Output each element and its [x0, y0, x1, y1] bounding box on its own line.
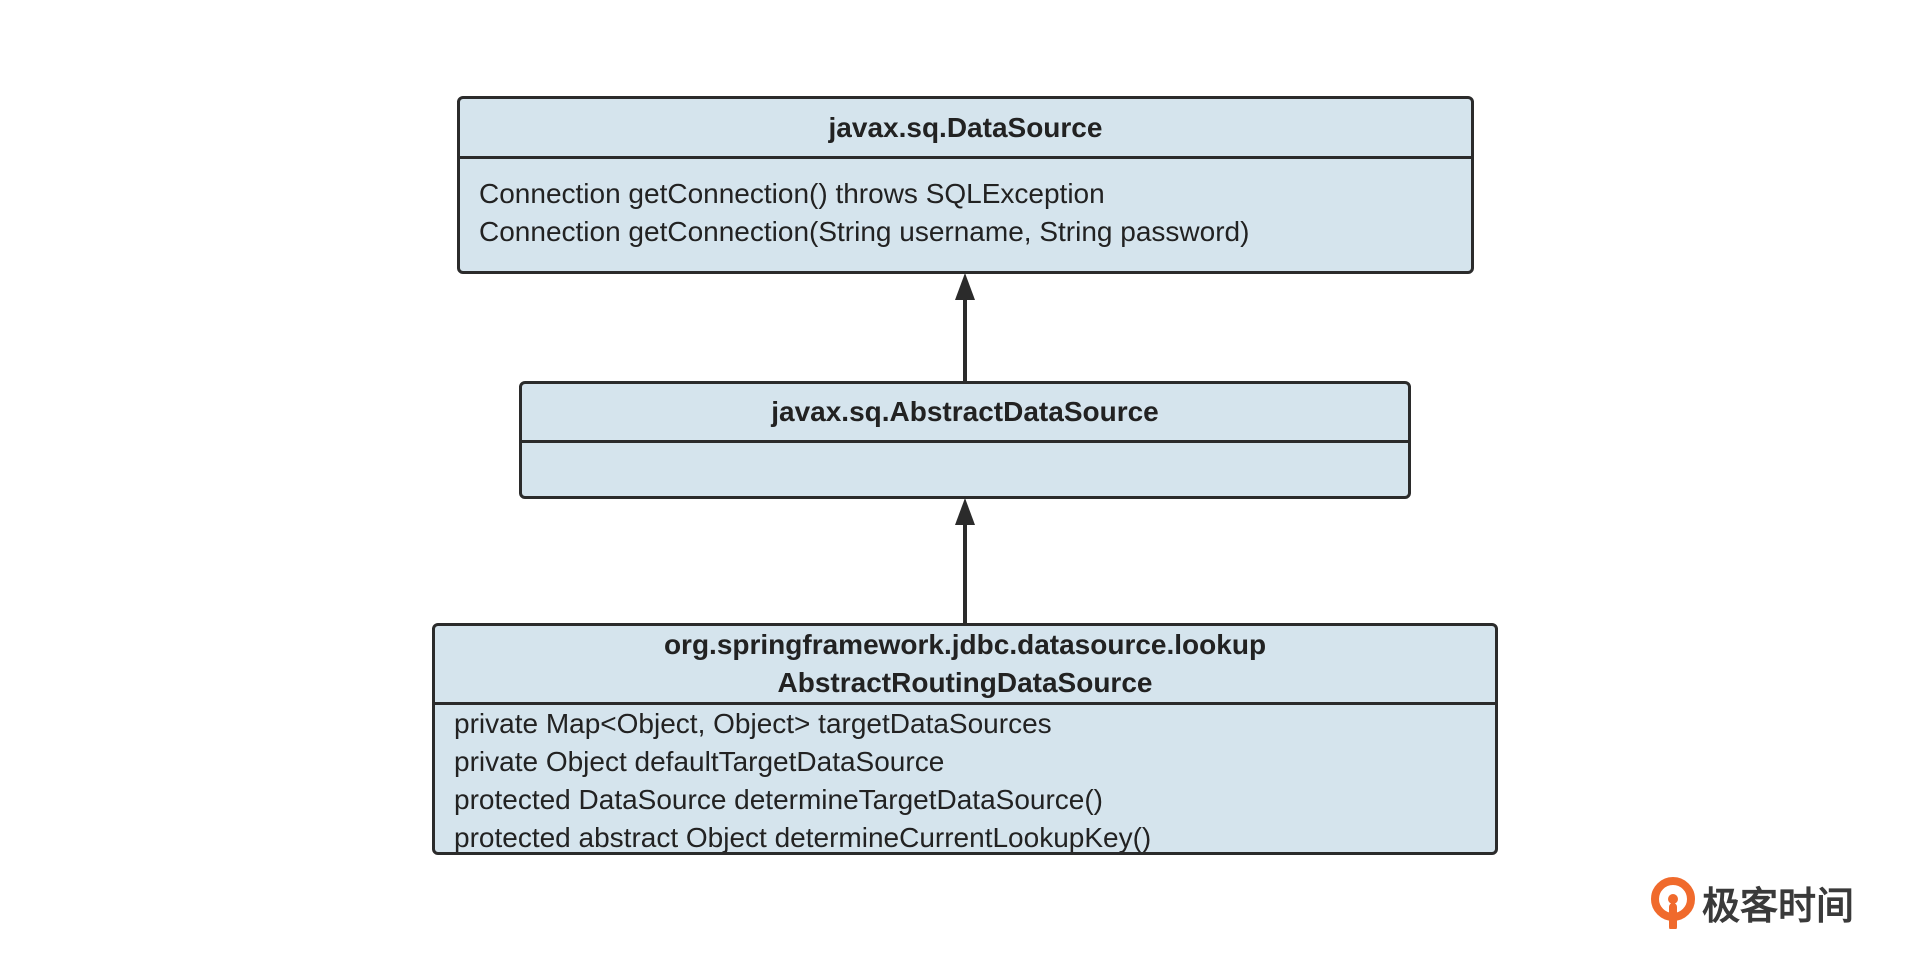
class-member: protected DataSource determineTargetData…: [454, 784, 1104, 815]
class-member: Connection getConnection(String username…: [479, 216, 1250, 247]
class-box-datasource: javax.sq.DataSource Connection getConnec…: [457, 96, 1474, 274]
class-name: javax.sq.DataSource: [828, 111, 1103, 143]
class-member: private Object defaultTargetDataSource: [454, 746, 945, 777]
geektime-logo: 极客时间: [1650, 875, 1854, 930]
geektime-logo-icon: [1651, 876, 1695, 929]
arrow-abstract-to-datasource: [955, 273, 975, 381]
class-box-abstract-datasource: javax.sq.AbstractDataSource: [519, 381, 1411, 499]
class-box-abstract-routing-datasource: org.springframework.jdbc.datasource.look…: [432, 623, 1498, 855]
logo-text: 极客时间: [1702, 884, 1855, 928]
class-package-name: org.springframework.jdbc.datasource.look…: [663, 629, 1267, 660]
class-name: javax.sq.AbstractDataSource: [771, 396, 1159, 427]
class-member: protected abstract Object determineCurre…: [454, 822, 1152, 853]
class-members: Connection getConnection() throws SQLExc…: [460, 159, 1471, 251]
class-header: org.springframework.jdbc.datasource.look…: [435, 626, 1495, 705]
arrow-routing-to-abstract: [955, 498, 975, 623]
class-members: private Map<Object, Object> targetDataSo…: [435, 705, 1495, 853]
class-member: Connection getConnection() throws SQLExc…: [479, 178, 1105, 209]
class-name: AbstractRoutingDataSource: [777, 667, 1153, 698]
class-header: javax.sq.AbstractDataSource: [522, 384, 1408, 443]
class-member: private Map<Object, Object> targetDataSo…: [454, 708, 1052, 739]
class-header: javax.sq.DataSource: [460, 99, 1471, 159]
